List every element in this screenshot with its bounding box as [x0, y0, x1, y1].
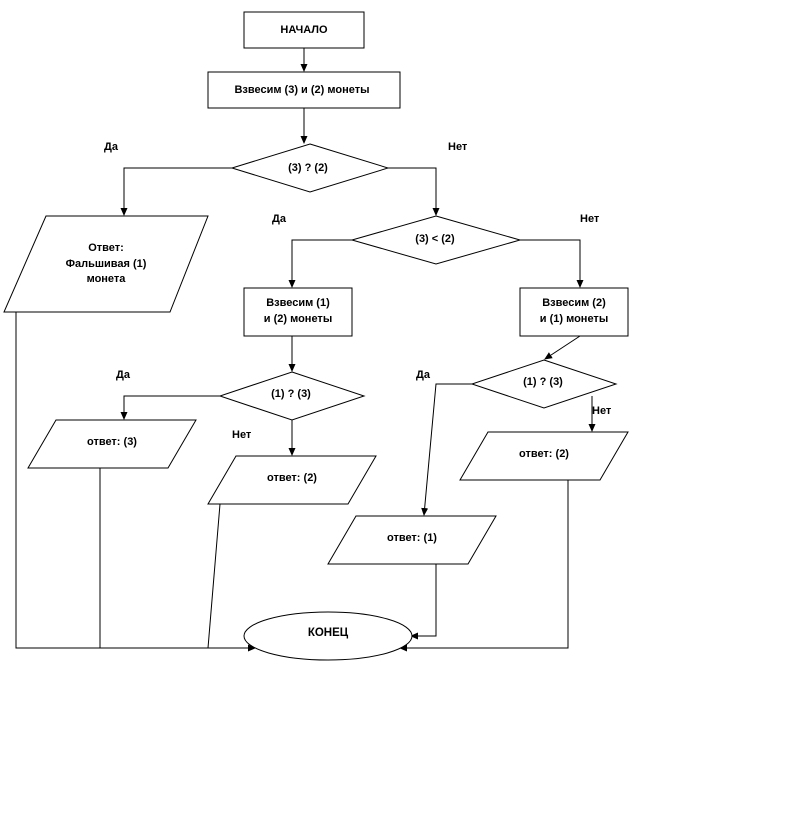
answer-fake-1-line-3: монета: [87, 273, 127, 285]
arrow-cond-left-yes-to-answer-3: [120, 395, 220, 420]
end-label: КОНЕЦ: [308, 627, 349, 639]
label-yes-1: Да: [104, 141, 119, 153]
line-answer-fake-to-end: [15, 312, 256, 652]
answer-fake-1-node: Ответ: Фальшивая (1) монета: [3, 215, 209, 313]
end-node: КОНЕЦ: [243, 611, 413, 661]
cond-1-vs-3-left-node: (1) ? (3): [218, 371, 366, 421]
answer-fake-1-line-1: Ответ:: [88, 242, 124, 254]
answer-3-label: ответ: (3): [87, 436, 137, 448]
label-no-2: Нет: [580, 213, 600, 225]
answer-2-right-label: ответ: (2): [519, 448, 569, 460]
label-yes-4: Да: [416, 369, 431, 381]
weigh-2-1-node: Взвесим (2) и (1) монеты: [519, 287, 629, 337]
answer-2-right-node: ответ: (2): [459, 431, 629, 481]
arrow-cond-lt-yes-to-weigh-1-2: [288, 239, 352, 288]
connectors: [15, 48, 596, 652]
answer-2-left-node: ответ: (2): [207, 455, 377, 505]
cond-3-lt-2-node: (3) < (2): [350, 215, 522, 265]
answer-3-node: ответ: (3): [27, 419, 197, 469]
label-no-3: Нет: [232, 429, 252, 441]
cond-3-vs-2-label: (3) ? (2): [288, 162, 328, 174]
cond-1-vs-3-left-label: (1) ? (3): [271, 388, 311, 400]
answer-2-left-label: ответ: (2): [267, 472, 317, 484]
cond-1-vs-3-right-label: (1) ? (3): [523, 376, 563, 388]
weigh-2-1-line-1: Взвесим (2): [542, 297, 606, 309]
label-no-4: Нет: [592, 405, 612, 417]
arrow-cond-lt-no-to-weigh-2-1: [520, 239, 584, 288]
cond-3-lt-2-label: (3) < (2): [415, 233, 455, 245]
weigh-1-2-line-1: Взвесим (1): [266, 297, 330, 309]
answer-fake-1-line-2: Фальшивая (1): [66, 258, 147, 270]
answer-1-node: ответ: (1): [327, 515, 497, 565]
cond-3-vs-2-node: (3) ? (2): [230, 143, 390, 193]
arrow-cond-no-to-cond-lt: [388, 167, 440, 216]
arrow-cond-yes-to-answer-fake: [120, 167, 232, 216]
weigh-1-2-line-2: и (2) монеты: [264, 313, 332, 325]
arrow-answer-1-to-end: [410, 564, 437, 640]
arrow-cond-right-yes-to-answer-1: [421, 383, 472, 516]
label-no-1: Нет: [448, 141, 468, 153]
weigh-2-1-line-2: и (1) монеты: [540, 313, 608, 325]
start-node: НАЧАЛО: [243, 11, 365, 49]
start-label: НАЧАЛО: [280, 24, 328, 36]
line-answer-2-left-to-bottom: [207, 503, 221, 649]
answer-1-label: ответ: (1): [387, 532, 437, 544]
label-yes-3: Да: [116, 369, 131, 381]
cond-1-vs-3-right-node: (1) ? (3): [470, 359, 618, 409]
label-yes-2: Да: [272, 213, 287, 225]
arrow-weigh-2-1-to-cond-right: [544, 335, 581, 360]
weigh-3-2-node: Взвесим (3) и (2) монеты: [207, 71, 401, 109]
weigh-1-2-node: Взвесим (1) и (2) монеты: [243, 287, 353, 337]
arrow-answer-2-right-to-end: [399, 480, 569, 652]
weigh-3-2-label: Взвесим (3) и (2) монеты: [234, 84, 369, 96]
